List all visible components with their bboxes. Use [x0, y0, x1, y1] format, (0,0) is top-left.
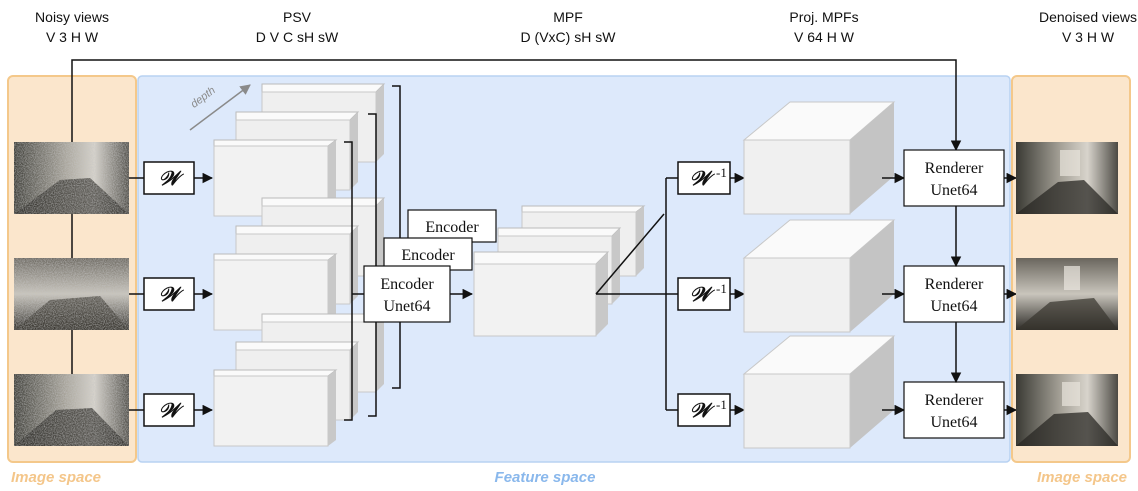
image-space-label-left: Image space — [11, 469, 101, 486]
psv-stack-1 — [213, 83, 386, 217]
header-proj-mpfs: Proj. MPFs — [789, 9, 858, 25]
psv-slice-3a — [213, 369, 338, 447]
header-mpf: MPF — [553, 9, 583, 25]
svg-text:Unet64: Unet64 — [930, 182, 977, 199]
svg-text:-1: -1 — [716, 165, 727, 180]
renderer-unet-box-1: Renderer Unet64 — [903, 149, 1005, 207]
header-psv: PSV — [283, 9, 312, 25]
header-noisy-views-dims: V 3 H W — [46, 29, 99, 45]
header-denoised-views-dims: V 3 H W — [1062, 29, 1115, 45]
svg-text:Unet64: Unet64 — [930, 414, 977, 431]
proj-mpf-cube-3 — [742, 335, 896, 449]
warp-box-1: 𝒲 — [143, 161, 195, 195]
svg-text:-1: -1 — [716, 281, 727, 296]
bracket-depth-2 — [368, 113, 377, 417]
svg-text:Renderer: Renderer — [925, 392, 984, 409]
psv-stack-2 — [213, 197, 386, 331]
svg-text:Unet64: Unet64 — [930, 298, 977, 315]
inverse-warp-box-2: 𝒲 -1 — [677, 277, 731, 311]
renderer-unet-box-2: Renderer Unet64 — [903, 265, 1005, 323]
header-proj-mpfs-dims: V 64 H W — [794, 29, 855, 45]
encoder-box-back: Encoder — [407, 209, 497, 243]
denoised-view-2 — [1016, 258, 1118, 330]
svg-text:Encoder: Encoder — [425, 219, 479, 236]
bracket-depth-3 — [392, 85, 401, 389]
encoder-box-middle: Encoder — [383, 237, 473, 271]
svg-text:Encoder: Encoder — [401, 247, 455, 264]
header-mpf-dims: D (VxC) sH sW — [521, 29, 617, 45]
feature-space-label: Feature space — [495, 469, 596, 486]
bracket-depth-1 — [344, 141, 353, 421]
encoder-unet-box: Encoder Unet64 — [363, 265, 451, 323]
proj-mpf-cube-1 — [742, 101, 896, 215]
header-psv-dims: D V C sH sW — [256, 29, 339, 45]
skip-connection-arrow — [71, 59, 962, 152]
svg-text:Encoder: Encoder — [380, 276, 434, 293]
mpf-diagonal-line — [595, 213, 665, 295]
noisy-view-2 — [14, 258, 129, 330]
mpf-slice-1 — [473, 251, 610, 337]
inverse-warp-box-1: 𝒲 -1 — [677, 161, 731, 195]
svg-text:Renderer: Renderer — [925, 160, 984, 177]
warp-box-3: 𝒲 — [143, 393, 195, 427]
image-space-label-right: Image space — [1037, 469, 1127, 486]
psv-stack-3 — [213, 313, 386, 447]
svg-text:Unet64: Unet64 — [383, 298, 430, 315]
header-denoised-views: Denoised views — [1039, 9, 1137, 25]
noisy-view-1 — [14, 142, 129, 214]
renderer-unet-box-3: Renderer Unet64 — [903, 381, 1005, 439]
svg-text:Renderer: Renderer — [925, 276, 984, 293]
denoised-view-3 — [1016, 374, 1118, 446]
svg-text:-1: -1 — [716, 397, 727, 412]
warp-box-2: 𝒲 — [143, 277, 195, 311]
depth-arrow — [189, 84, 251, 131]
header-noisy-views: Noisy views — [35, 9, 109, 25]
noisy-view-3 — [14, 374, 129, 446]
proj-mpf-cube-2 — [742, 219, 896, 333]
denoised-view-1 — [1016, 142, 1118, 214]
inverse-warp-box-3: 𝒲 -1 — [677, 393, 731, 427]
